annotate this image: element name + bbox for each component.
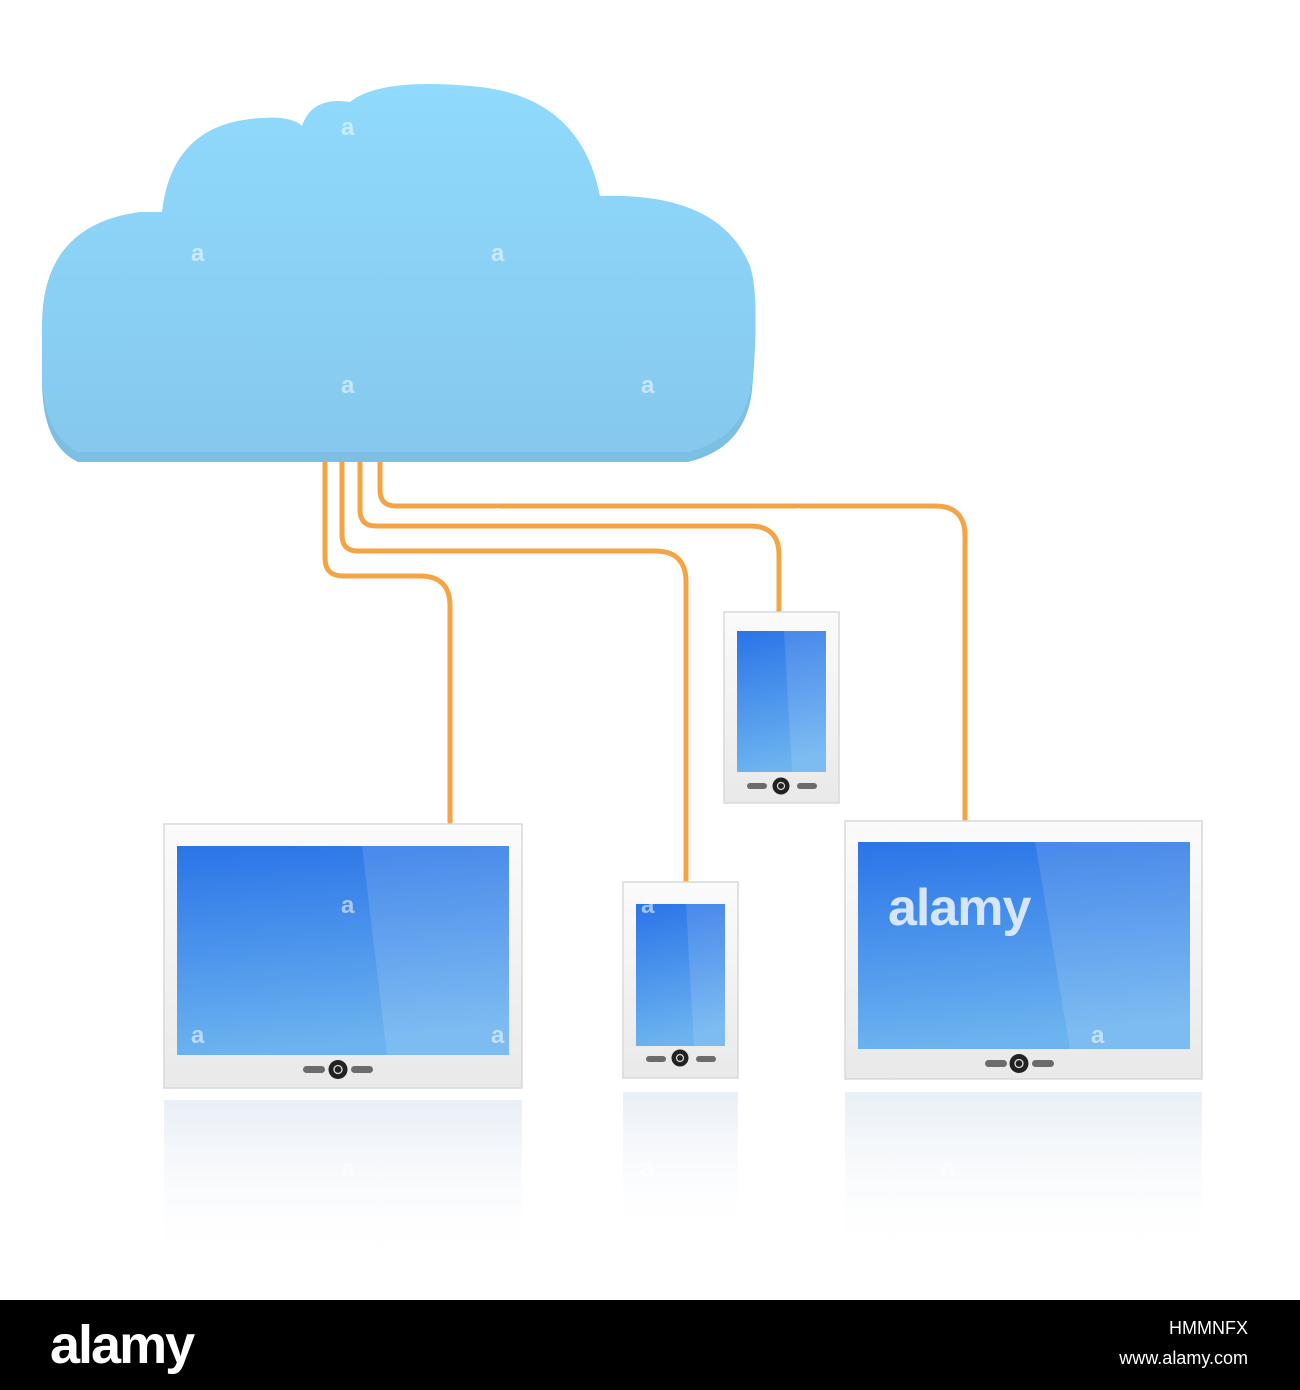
phone-right-controls (747, 777, 817, 795)
footer-url: www.alamy.com (1119, 1348, 1248, 1368)
watermark-mark: a (491, 500, 505, 527)
watermark-mark: a (191, 240, 205, 267)
watermark-mark: a (641, 892, 655, 919)
tablet-right-screen (858, 842, 1190, 1049)
cable-to-center-phone (339, 459, 689, 885)
footer-bar: alamy HMMNFX www.alamy.com (0, 1300, 1300, 1390)
watermark-word: alamy (888, 879, 1031, 937)
watermark-mark: a (941, 1155, 955, 1182)
phone-center-controls (646, 1049, 716, 1067)
watermark-mark: a (341, 372, 355, 399)
watermark-mark: a (191, 1022, 205, 1049)
floor-reflections (164, 1092, 1202, 1270)
phone-right (723, 611, 840, 804)
phone-center-screen (636, 904, 725, 1046)
cable-to-right-phone (357, 459, 782, 615)
phone-right-screen (737, 631, 826, 772)
watermark-mark: a (341, 1155, 355, 1182)
cable-to-left-tablet (322, 459, 453, 825)
watermark-mark: a (1091, 1022, 1105, 1049)
footer-logo: alamy (50, 1315, 195, 1375)
cables (322, 459, 968, 885)
tablet-left-screen (177, 846, 509, 1055)
cable-to-right-tablet (377, 459, 968, 823)
cloud-devices-illustration (42, 84, 1203, 1270)
tablet-left-controls (303, 1060, 373, 1079)
watermark-mark: a (791, 500, 805, 527)
watermark-mark: a (491, 240, 505, 267)
watermark-mark: a (491, 1022, 505, 1049)
watermark-mark: a (641, 372, 655, 399)
tablet-right (844, 820, 1203, 1080)
phone-center (622, 881, 739, 1079)
watermark-mark: a (641, 1155, 655, 1182)
tablet-right-controls (985, 1054, 1054, 1073)
watermark-mark: a (341, 892, 355, 919)
image-id: HMMNFX (1169, 1318, 1248, 1338)
cloud-icon (42, 84, 756, 463)
tablet-left (163, 823, 523, 1089)
watermark-mark: a (341, 114, 355, 141)
